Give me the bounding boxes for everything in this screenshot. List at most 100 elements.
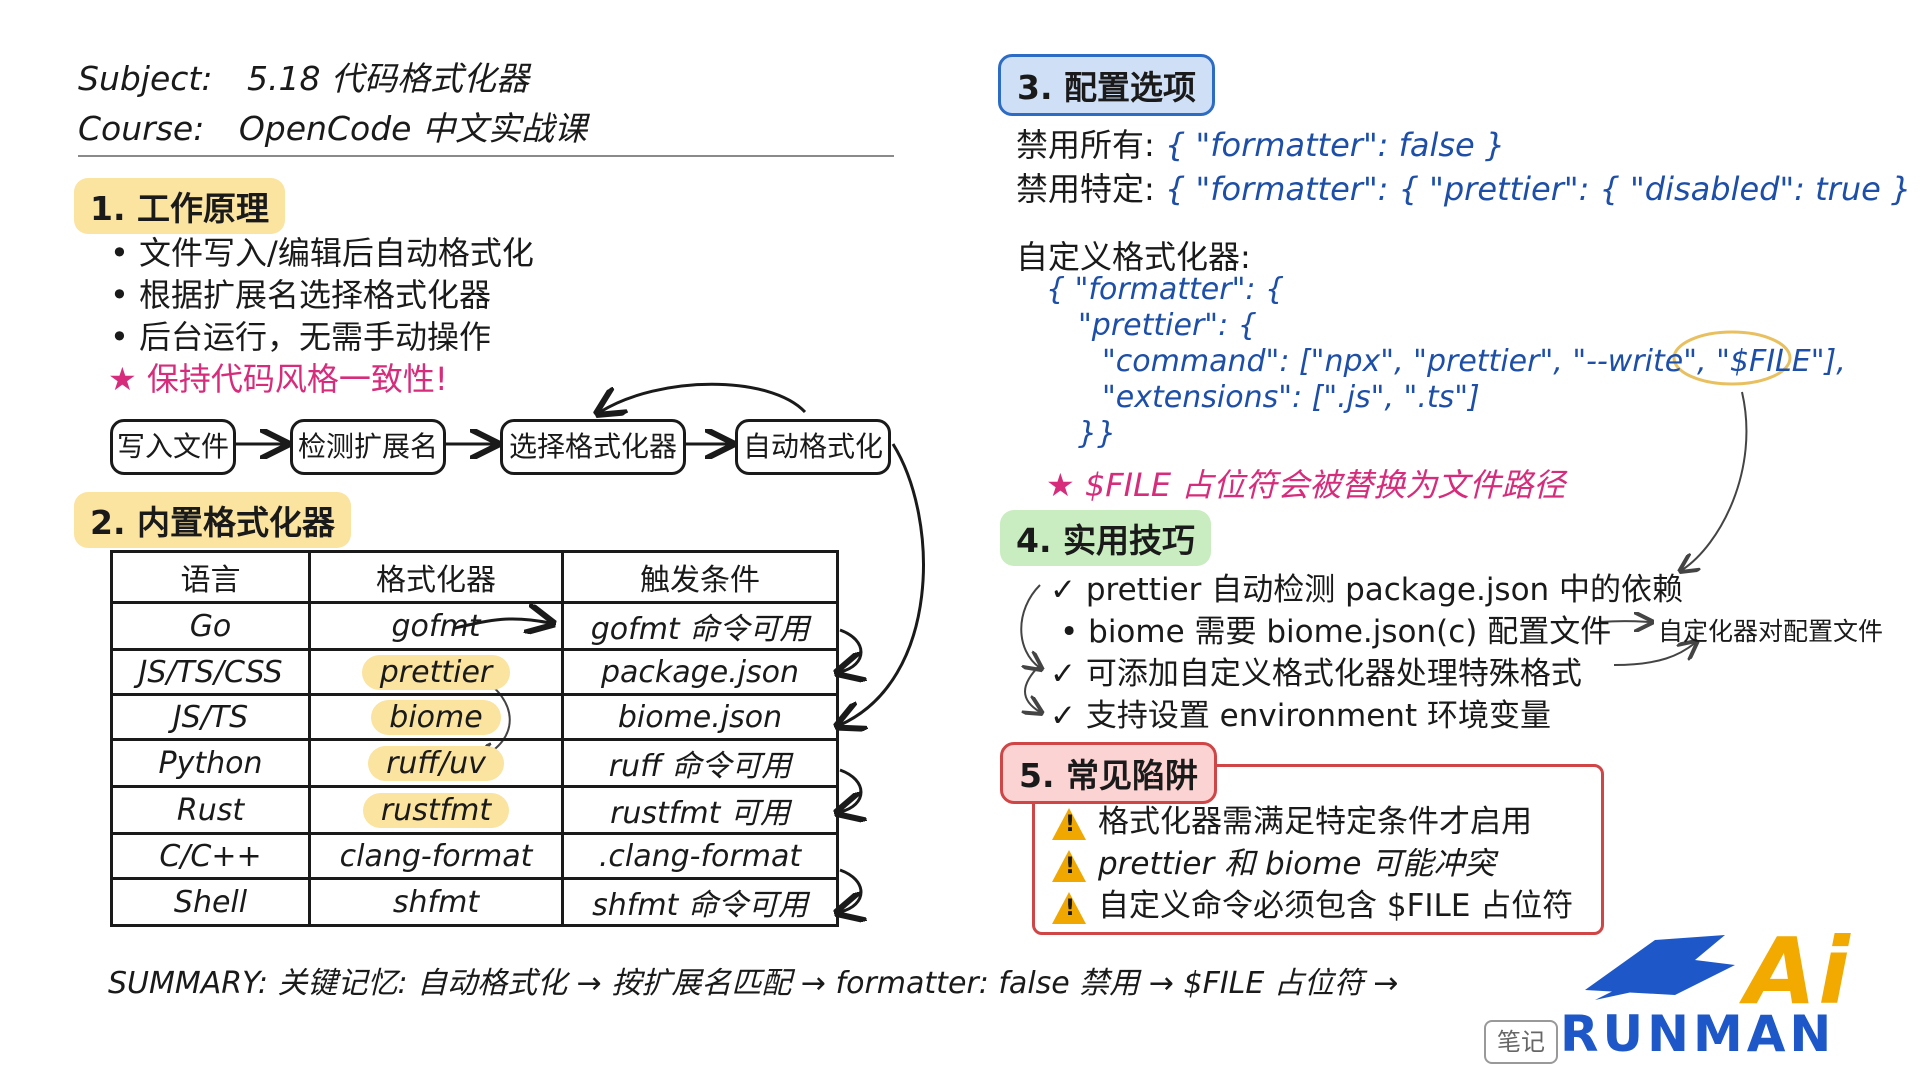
disable-one-line: 禁用特定: { "formatter": { "prettier": { "di… [1016, 164, 1920, 210]
flow-step-select: 选择格式化器 [500, 419, 686, 475]
runner-logo-icon [1585, 935, 1735, 1000]
cell-language: JS/TS [110, 693, 311, 741]
traps-box [1032, 764, 1604, 935]
cell-language: Shell [110, 877, 311, 927]
cell-formatter: prettier [308, 648, 564, 696]
trap-text: 格式化器需满足特定条件才启用 [1098, 804, 1532, 840]
subject-value: 5.18 代码格式化器 [246, 59, 529, 98]
cell-trigger: gofmt 命令可用 [561, 601, 839, 651]
col-header-formatter: 格式化器 [308, 550, 564, 604]
trap-item: 自定义命令必须包含 $FILE 占位符 [1052, 880, 1573, 925]
table-row: JS/TS/CSS prettier package.json [110, 648, 839, 696]
flow-loop-arrow [600, 382, 807, 412]
cell-trigger: package.json [561, 648, 839, 696]
course-line: Course: OpenCode 中文实战课 [78, 102, 587, 150]
table-side-arrow [840, 768, 861, 812]
disable-all-code: { "formatter": false } [1164, 126, 1506, 164]
cell-language: JS/TS/CSS [110, 648, 311, 696]
header-divider [78, 155, 894, 157]
cell-language: Go [110, 601, 311, 651]
logo-ai: Ai [1745, 918, 1852, 1025]
tips-side-arrow [1025, 664, 1040, 712]
cell-formatter-highlight: rustfmt [362, 792, 510, 828]
trap-item: 格式化器需满足特定条件才启用 [1052, 796, 1532, 841]
tip-item: ✓ 支持设置 environment 环境变量 [1050, 698, 1551, 734]
table-header-row: 语言 格式化器 触发条件 [110, 550, 839, 604]
col-header-trigger: 触发条件 [561, 550, 839, 604]
trap-text: 自定义命令必须包含 $FILE 占位符 [1098, 888, 1574, 924]
notes-badge: 笔记 [1484, 1020, 1558, 1064]
cell-formatter-highlight: biome [371, 699, 501, 735]
subject-label: Subject: [78, 59, 213, 98]
section2-title: 2. 内置格式化器 [74, 492, 351, 548]
tip-item: ✓ 可添加自定义格式化器处理特殊格式 [1050, 656, 1582, 692]
table-side-arrow [840, 868, 861, 912]
cell-trigger: .clang-format [561, 832, 839, 880]
file-placeholder-note: ★ $FILE 占位符会被替换为文件路径 [1046, 466, 1566, 504]
section1-bullet: • 文件写入/编辑后自动格式化 [110, 234, 534, 272]
custom-code-line: }} [1078, 416, 1117, 451]
table-row: Go gofmt gofmt 命令可用 [110, 601, 839, 651]
section1-bullet: • 根据扩展名选择格式化器 [110, 276, 492, 314]
flow-step-format: 自动格式化 [735, 419, 891, 475]
cell-formatter-highlight: prettier [361, 654, 511, 690]
file-note-arrow [1682, 391, 1748, 570]
subject-line: Subject: 5.18 代码格式化器 [78, 52, 529, 100]
cell-trigger: ruff 命令可用 [561, 738, 839, 788]
section1-bullet: • 后台运行，无需手动操作 [110, 318, 492, 356]
cell-language: Rust [110, 785, 311, 835]
cell-formatter: biome [308, 693, 564, 741]
custom-arrow [1613, 643, 1695, 666]
flow-to-table-arrow [840, 443, 925, 725]
cell-formatter: clang-format [308, 832, 564, 880]
cell-formatter: ruff/uv [308, 738, 564, 788]
cell-language: Python [110, 738, 311, 788]
custom-code-line: "command": ["npx", "prettier", "--write"… [1102, 344, 1846, 379]
summary-line: SUMMARY: 关键记忆: 自动格式化 → 按扩展名匹配 → formatte… [108, 966, 1399, 1001]
tips-side-arrow [1020, 584, 1040, 668]
disable-one-code: { "formatter": { "prettier": { "disabled… [1164, 170, 1920, 208]
section4-title: 4. 实用技巧 [1000, 510, 1211, 566]
logo-brand: RUNMAN [1560, 1005, 1836, 1063]
custom-formatter-label: 自定义格式化器: [1016, 238, 1251, 276]
section5-title: 5. 常见陷阱 [1000, 742, 1217, 804]
table-row: C/C++ clang-format .clang-format [110, 832, 839, 880]
formatter-table: 语言 格式化器 触发条件 Go gofmt gofmt 命令可用 JS/TS/C… [110, 550, 839, 927]
warning-icon [1052, 891, 1086, 924]
flow-step-detect: 检测扩展名 [290, 419, 446, 475]
disable-all-line: 禁用所有: { "formatter": false } [1016, 120, 1505, 166]
table-row: Shell shfmt shfmt 命令可用 [110, 877, 839, 927]
warning-icon [1052, 849, 1086, 882]
disable-one-label: 禁用特定: [1016, 170, 1155, 208]
tip-side-note: 自定化器对配置文件 [1658, 617, 1884, 646]
cell-language: C/C++ [110, 832, 311, 880]
cell-formatter: rustfmt [308, 785, 564, 835]
warning-icon [1052, 807, 1086, 840]
table-row: JS/TS biome biome.json [110, 693, 839, 741]
trap-item: prettier 和 biome 可能冲突 [1052, 838, 1495, 883]
trap-text: prettier 和 biome 可能冲突 [1098, 846, 1496, 882]
custom-code-line: "prettier": { [1078, 308, 1257, 343]
section1-highlight: ★ 保持代码风格一致性! [108, 360, 448, 398]
cell-formatter: shfmt [308, 877, 564, 927]
table-side-arrow [840, 628, 861, 672]
flow-step-write: 写入文件 [110, 419, 236, 475]
tip-item: ✓ prettier 自动检测 package.json 中的依赖 [1050, 572, 1684, 608]
section3-title: 3. 配置选项 [998, 54, 1215, 116]
cell-trigger: biome.json [561, 693, 839, 741]
table-row: Python ruff/uv ruff 命令可用 [110, 738, 839, 788]
course-label: Course: [78, 109, 205, 148]
file-highlight-ellipse [1672, 330, 1792, 386]
disable-all-label: 禁用所有: [1016, 126, 1155, 164]
course-value: OpenCode 中文实战课 [238, 109, 587, 148]
section1-title: 1. 工作原理 [74, 178, 285, 234]
table-row: Rust rustfmt rustfmt 可用 [110, 785, 839, 835]
cell-trigger: shfmt 命令可用 [561, 877, 839, 927]
cell-formatter: gofmt [308, 601, 564, 651]
biome-arrow [1599, 621, 1650, 622]
cell-trigger: rustfmt 可用 [561, 785, 839, 835]
cell-formatter-highlight: ruff/uv [368, 745, 504, 781]
tip-item: • biome 需要 biome.json(c) 配置文件 [1060, 614, 1612, 650]
custom-code-line: { "formatter": { [1046, 272, 1285, 307]
custom-code-line: "extensions": [".js", ".ts"] [1102, 380, 1480, 415]
